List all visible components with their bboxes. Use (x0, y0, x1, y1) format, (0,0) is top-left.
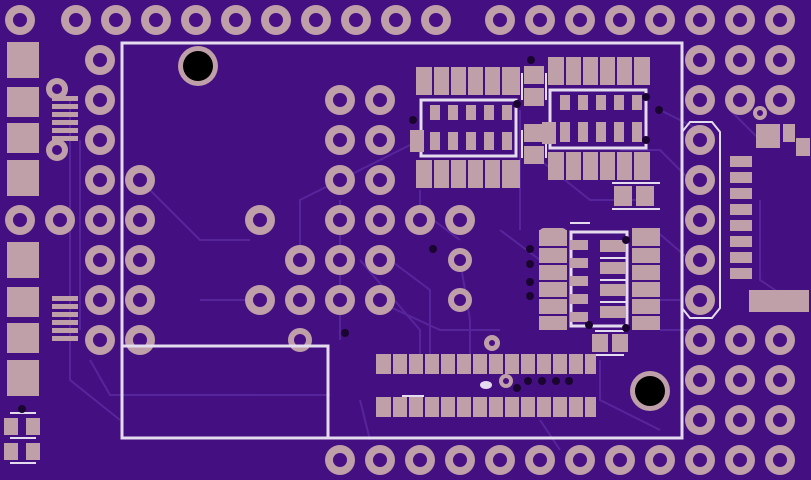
ic-top-left (410, 66, 547, 188)
mounting-holes (178, 46, 670, 411)
left-bottom-smd-pair (4, 405, 40, 464)
bottom-smd-header (376, 335, 596, 417)
right-edge-connector (681, 106, 810, 319)
left-smd-connector-lower (7, 242, 78, 396)
header-top-right (485, 5, 795, 35)
pad-drill-holes (13, 13, 787, 467)
left-smd-connector-upper (7, 42, 78, 196)
vias (341, 56, 663, 392)
ic-middle-right (539, 222, 660, 356)
ic-top-right (542, 57, 660, 210)
